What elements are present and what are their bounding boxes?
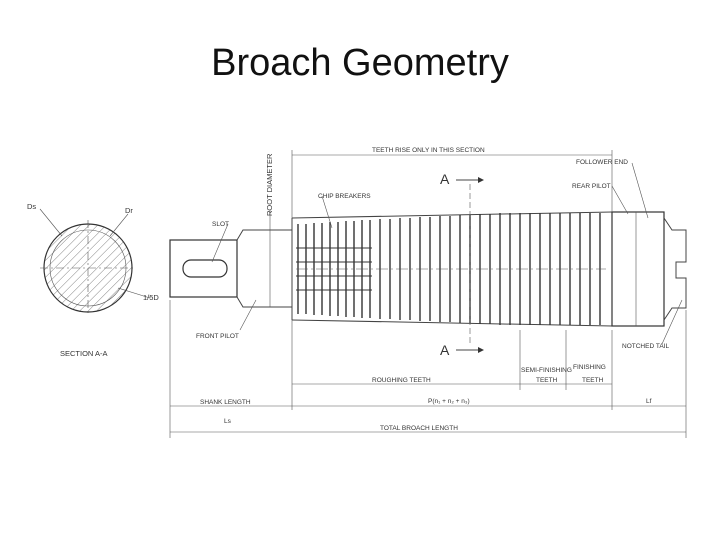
dimension-lines <box>169 150 687 438</box>
shank-length-label: SHANK LENGTH <box>200 399 251 406</box>
section-a-bottom-marker: A <box>440 342 450 358</box>
slide-title: Broach Geometry <box>211 42 509 84</box>
root-diameter-label: ROOT DIAMETER <box>265 153 274 216</box>
one-fifth-d-label: 1/5D <box>143 293 159 302</box>
section-aa-label: SECTION A-A <box>60 349 108 358</box>
ds-label: Ds <box>27 202 36 211</box>
chip-breakers-label: CHIP BREAKERS <box>318 193 371 200</box>
teeth-rise-label: TEETH RISE ONLY IN THIS SECTION <box>372 147 485 154</box>
broach-teeth <box>296 213 606 325</box>
finishing-label-2: TEETH <box>582 377 604 384</box>
section-a-top-marker: A <box>440 171 450 187</box>
lf-label: Lf <box>646 398 652 405</box>
front-pilot-label: FRONT PILOT <box>196 333 239 340</box>
dr-label: Dr <box>125 206 133 215</box>
total-length-label: TOTAL BROACH LENGTH <box>380 425 458 432</box>
semi-finishing-label-1: SEMI-FINISHING <box>521 367 572 374</box>
p-formula-label: P(n₁ + n₂ + n₃) <box>428 398 470 405</box>
semi-finishing-label-2: TEETH <box>536 377 558 384</box>
ls-label: Ls <box>224 418 232 425</box>
notched-tail-label: NOTCHED TAIL <box>622 343 669 350</box>
roughing-teeth-label: ROUGHING TEETH <box>372 377 431 384</box>
section-aa-view <box>39 208 151 316</box>
follower-end-label: FOLLOWER END <box>576 159 628 166</box>
slot-label: SLOT <box>212 221 229 228</box>
finishing-label-1: FINISHING <box>573 364 606 371</box>
broach-body <box>169 211 687 327</box>
rear-pilot-label: REAR PILOT <box>572 183 611 190</box>
